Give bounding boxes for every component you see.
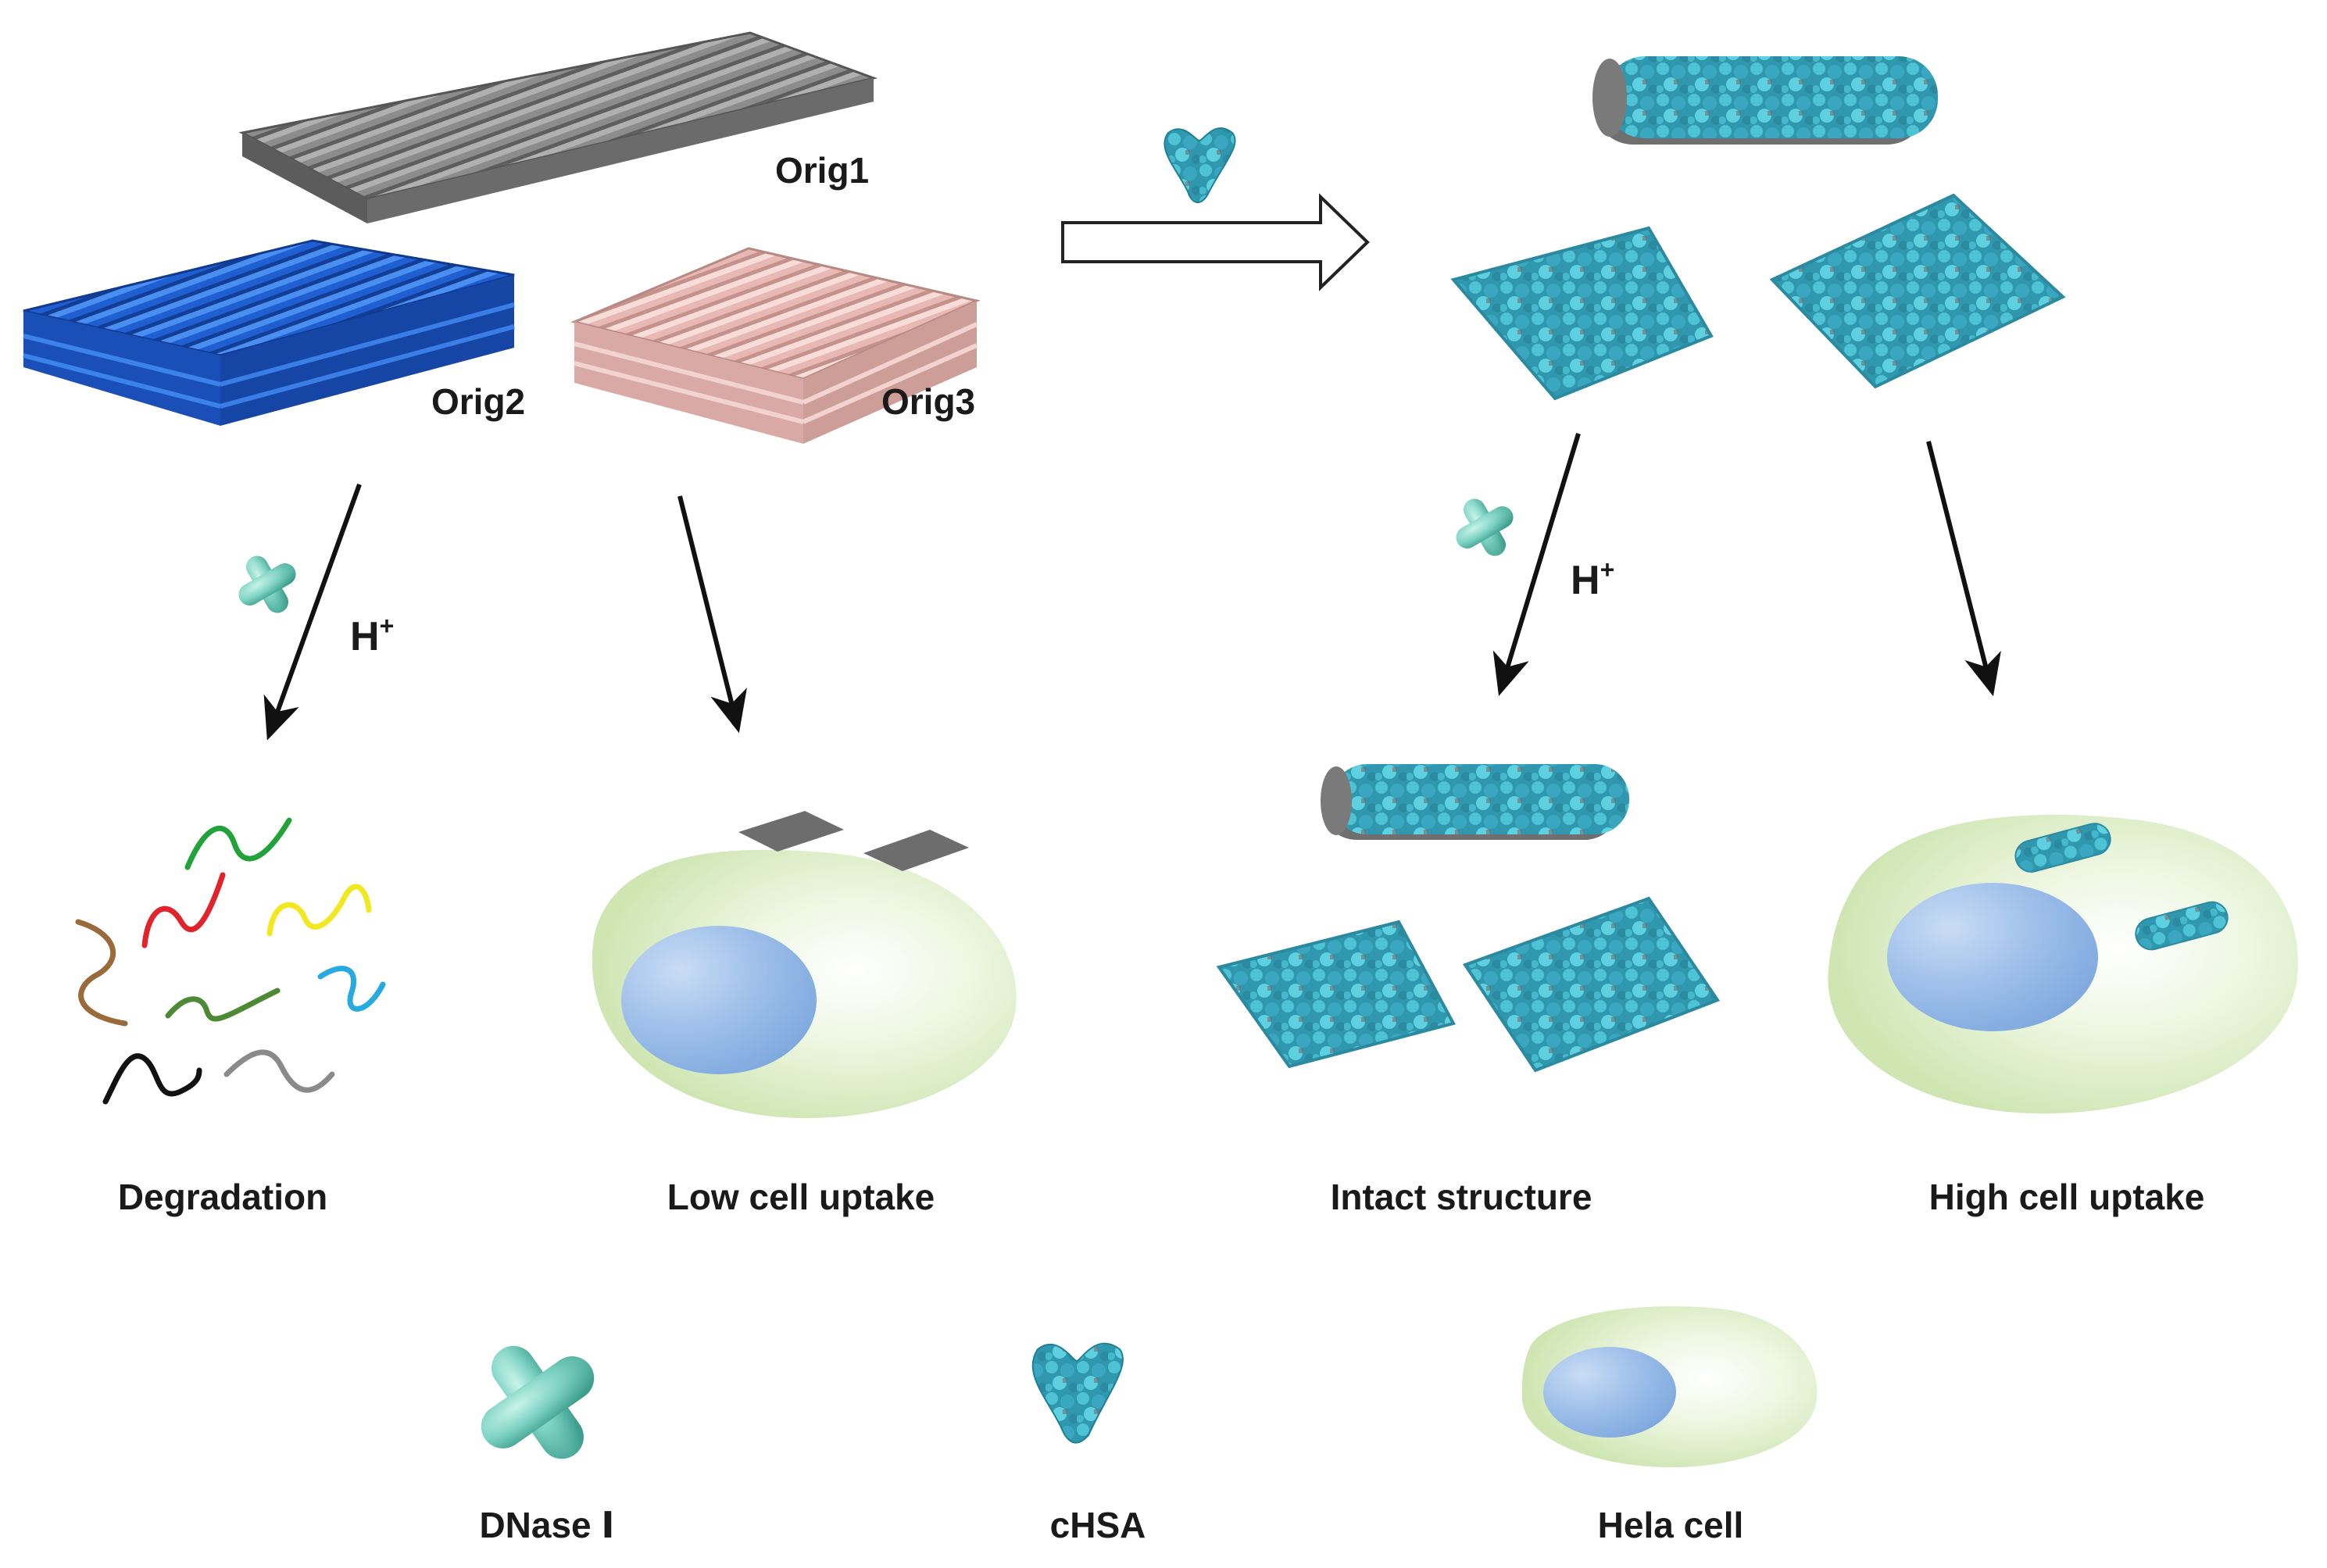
cell-low-uptake: [592, 849, 1017, 1119]
legend-dnase-label: DNase Ⅰ: [479, 1505, 614, 1545]
intact-tube: [1321, 764, 1629, 840]
caption-degradation: Degradation: [118, 1177, 327, 1217]
dnase-small-icon-right: [1456, 498, 1514, 556]
h-plus-label-right: H+: [1571, 555, 1614, 603]
orig1-label: Orig1: [775, 150, 869, 191]
dnase-small-icon-left: [238, 555, 296, 613]
h-plus-label-left: H+: [350, 612, 394, 659]
legend-dnase-icon: [481, 1345, 595, 1459]
intact-sheet-2: [1462, 896, 1721, 1073]
coated-sheet-2: [1769, 193, 2066, 389]
degraded-strands: [75, 817, 386, 1105]
orig2-label: Orig2: [431, 381, 525, 422]
arrow-to-high-uptake: [1926, 441, 2001, 697]
caption-low-uptake: Low cell uptake: [667, 1177, 935, 1217]
orig3-origami: [570, 247, 981, 444]
coated-tube-top: [1592, 56, 1938, 145]
arrow-to-low-uptake: [677, 495, 748, 734]
big-process-arrow: [1061, 193, 1370, 291]
orig1-origami: [238, 31, 878, 223]
legend-chsa-icon: [1031, 1342, 1124, 1444]
gray-sheet-2: [863, 830, 969, 871]
nucleus-high-uptake: [1887, 883, 2098, 1031]
chsa-small-icon: [1164, 127, 1236, 203]
legend-hela-label: Hela cell: [1598, 1505, 1744, 1545]
legend-chsa-label: cHSA: [1050, 1505, 1146, 1545]
arrow-to-degradation: [263, 483, 362, 741]
gray-sheet-1: [738, 811, 844, 852]
orig2-origami: [23, 239, 515, 426]
orig3-label: Orig3: [881, 381, 975, 422]
legend-hela-cell-icon: [1521, 1306, 1818, 1468]
nucleus-low-uptake: [621, 926, 817, 1074]
caption-intact: Intact structure: [1331, 1177, 1592, 1217]
coated-sheet-1: [1450, 226, 1714, 401]
cell-high-uptake: [1828, 814, 2298, 1114]
internalized-tube-1: [2014, 823, 2111, 873]
internalized-tube-2: [2135, 901, 2229, 951]
intact-sheet-1: [1216, 920, 1456, 1069]
caption-high-uptake: High cell uptake: [1929, 1177, 2205, 1217]
arrow-to-intact: [1492, 433, 1581, 696]
